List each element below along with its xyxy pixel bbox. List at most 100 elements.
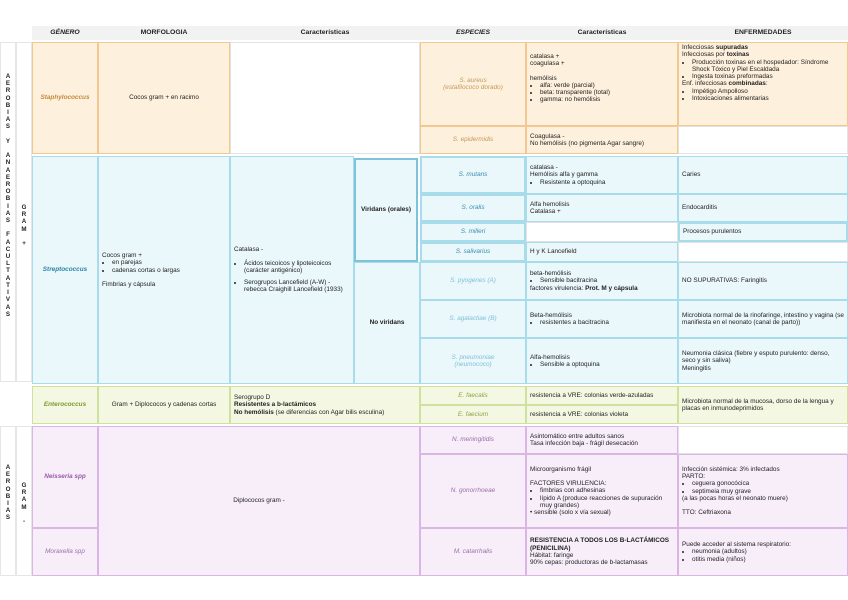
disease-m-catarrhalis: Puede acceder al sistema respiratorio:ne… xyxy=(678,528,848,576)
side-letter: A xyxy=(5,274,11,282)
char-streptococcus: Catalasa - Ácidos teicoicos y lipoteicoi… xyxy=(230,156,354,384)
char-s-pneumoniae: Alfa-hemolisisSensible a optoquina xyxy=(526,338,678,384)
dis-line: PARTO: xyxy=(682,472,706,480)
side-letter: A xyxy=(5,238,11,246)
species-n-gonorrhoeae: N. gonorrhoeae xyxy=(420,454,526,528)
dis-text: Procesos purulentos xyxy=(683,228,742,236)
char-line: catalasa - xyxy=(530,164,558,172)
side-letter: E xyxy=(5,173,11,181)
char-line: Asintomático entre adultos sanos xyxy=(530,432,625,440)
char-line: Microorganismo frágil xyxy=(530,465,592,473)
side-letter: B xyxy=(5,195,11,203)
species-s-milleri: S. milleri xyxy=(420,222,526,242)
side-letter: S xyxy=(5,514,11,522)
char-text: factores virulencia: xyxy=(530,284,586,292)
char-line: Coagulasa - xyxy=(530,132,565,140)
morph-text: Diplococos gram - xyxy=(233,497,285,505)
side-letter: A xyxy=(5,73,11,80)
dis-bullet: Producción toxinas en el hospedador: Sín… xyxy=(692,59,844,74)
dis-bullet: ceguera gonocócica xyxy=(692,480,788,487)
char-line: resistencia a VRE: colonias violeta xyxy=(530,410,629,418)
morph-streptococcus: Cocos gram + en parejascadenas cortas o … xyxy=(98,156,230,384)
morph-text: Gram + Diplococos y cadenas cortas xyxy=(111,401,217,409)
species-name: M. catarrhalis xyxy=(453,548,493,556)
char-bullet: Resistente a optoquina xyxy=(540,179,605,186)
char-n-gonorrhoeae: Microorganismo frágil FACTORES VIRULENCI… xyxy=(526,454,678,528)
side-letter: E xyxy=(5,471,11,479)
species-name: N. meningitidis xyxy=(452,436,494,444)
species-s-aureus: S. aureus(estafilococo dorado) xyxy=(420,42,526,126)
char-bullet: Sensible bacitracina xyxy=(540,277,638,284)
dis-text: Infecciosas por xyxy=(682,51,727,59)
species-e-faecium: E. faecium xyxy=(420,405,526,424)
dis-bullet: otitis media (niños) xyxy=(692,556,791,563)
char-bullet: Serogrupos Lancefield (A-W) - rebecca Cr… xyxy=(244,279,350,294)
side-letter: I xyxy=(7,500,9,508)
side-letter xyxy=(7,131,9,138)
genus-neisseria: Neisseria spp xyxy=(32,426,98,528)
morph-bullet: en parejas xyxy=(112,259,180,266)
char-line: catalasa + xyxy=(530,53,560,60)
side-letter: + xyxy=(22,240,26,248)
morph-neisseria-moraxella: Diplococos gram - xyxy=(98,426,420,576)
char-line: Catalasa - xyxy=(234,246,264,254)
char-s-mutans: catalasa -Hemólisis alfa y gammaResisten… xyxy=(526,156,678,194)
char-s-milleri-empty xyxy=(526,222,678,242)
group-no-viridans: No viridans xyxy=(354,262,420,384)
side-letter: G xyxy=(21,204,27,211)
dis-bold: toxinas xyxy=(726,51,750,59)
char-line: Catalasa + xyxy=(530,208,561,215)
side-letter: S xyxy=(5,310,11,318)
header-genero: GÉNERO xyxy=(32,26,98,40)
header-especies: ESPECIES xyxy=(420,26,526,40)
char-bullet: lípido A (produce reacciones de supuraci… xyxy=(540,495,674,510)
species-name: E. faecalis xyxy=(458,391,488,399)
morph-bullet: cadenas cortas o largas xyxy=(112,267,180,274)
side-letter: R xyxy=(5,181,11,189)
genus-label: Staphylococcus xyxy=(40,94,90,102)
side-gram-positive xyxy=(16,42,32,382)
side-letter: T xyxy=(6,267,10,275)
disease-n-gonorrhoeae: Infección sistémica: 3% infectados PARTO… xyxy=(678,454,848,528)
dis-line: TTO: Ceftriaxona xyxy=(682,509,731,517)
disease-s-agalactiae: Microbiota normal de la rinofaringe, int… xyxy=(678,300,848,338)
disease-s-aureus: Infecciosas supuradas Infecciosas por to… xyxy=(678,42,848,126)
char-e-faecium: resistencia a VRE: colonias violeta xyxy=(526,405,678,424)
char-bullet: fimbrias con adhesinas xyxy=(540,487,674,494)
side-letter: - xyxy=(22,518,26,526)
genus-label: Streptococcus xyxy=(42,266,88,274)
species-s-epidermidis: S. epidermidis xyxy=(420,126,526,154)
disease-s-pneumoniae: Neumonia clásica (fiebre y esputo purule… xyxy=(678,338,848,384)
side-letter: Y xyxy=(5,137,11,145)
char-bullet: alfa: verde (parcial) xyxy=(540,82,674,89)
side-letter: O xyxy=(5,94,11,102)
dis-bullet: Ingesta toxinas preformadas xyxy=(692,73,844,80)
morph-line: Fimbrias y cápsula xyxy=(102,280,156,288)
side-letter: E xyxy=(5,80,11,88)
species-name: S. aureus xyxy=(459,76,487,84)
side-letter xyxy=(7,145,9,152)
char-s-agalactiae: Beta-hemólisisresistentes a bacitracina xyxy=(526,300,678,338)
side-letter: R xyxy=(5,478,11,486)
side-letter: S xyxy=(5,217,11,225)
species-s-agalactiae: S. agalactiae (B) xyxy=(420,300,526,338)
disease-n-meningitidis-empty xyxy=(678,426,848,454)
side-letter: B xyxy=(5,101,11,109)
dis-bullet: septimeia muy grave xyxy=(692,488,788,495)
side-letter: V xyxy=(5,296,11,304)
char-s-pyogenes: beta-hemólisisSensible bacitracinafactor… xyxy=(526,262,678,300)
morph-staphylococcus: Cocos gram + en racimo xyxy=(98,42,230,154)
morph-line: Cocos gram + xyxy=(102,251,142,259)
dis-line: Infección sistémica: 3% infectados xyxy=(682,465,780,473)
char-line: Alfa-hemolisis xyxy=(530,353,570,361)
dis-bold: combinadas xyxy=(728,80,766,88)
species-subname: (neumococo) xyxy=(454,361,492,368)
species-name: S. pyogenes (A) xyxy=(450,277,496,285)
side-letter: C xyxy=(5,245,11,253)
species-m-catarrhalis: M. catarrhalis xyxy=(420,528,526,576)
dis-line: Meningitis xyxy=(682,364,711,372)
side-letter: A xyxy=(21,218,27,226)
